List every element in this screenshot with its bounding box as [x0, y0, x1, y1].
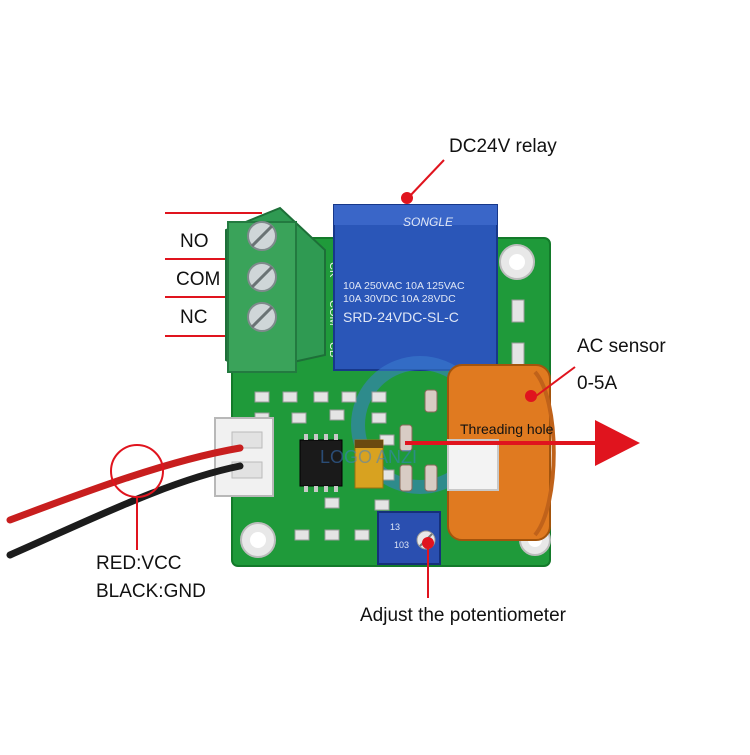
threading-hole-label: Threading hole	[460, 421, 554, 437]
terminal-no-label: NO	[180, 231, 209, 252]
relay-model: SRD-24VDC-SL-C	[343, 309, 459, 325]
relay-rating-1: 10A 250VAC 10A 125VAC	[343, 280, 465, 292]
smd-components	[254, 299, 525, 541]
relay-component: SONGLE 10A 250VAC 10A 125VAC 10A 30VDC 1…	[333, 204, 498, 371]
trimpot-num: 13	[390, 522, 400, 532]
ac-range-label: 0-5A	[577, 373, 618, 394]
watermark-text: LOGO ANZI	[320, 447, 418, 467]
power-connector	[214, 417, 274, 497]
potentiometer-label: Adjust the potentiometer	[360, 605, 566, 626]
threading-arrow	[405, 420, 640, 466]
relay-callout-label: DC24V relay	[449, 136, 557, 157]
terminal-com-label: COM	[176, 269, 221, 290]
red-wire-label: RED:VCC	[96, 553, 182, 574]
screw-terminal-block	[225, 206, 326, 374]
trimmer-potentiometer: 13 103	[377, 511, 441, 565]
relay-rating-2: 10A 30VDC 10A 28VDC	[343, 293, 456, 305]
terminal-nc-label: NC	[180, 307, 208, 328]
power-wires	[6, 444, 244, 559]
relay-brand: SONGLE	[403, 215, 454, 229]
trimpot-code: 103	[394, 540, 409, 550]
ac-sensor-label: AC sensor	[577, 336, 666, 357]
callout-markers	[110, 159, 576, 598]
black-wire-label: BLACK:GND	[96, 581, 206, 602]
ic-chip	[299, 434, 343, 492]
current-transformer	[447, 364, 556, 541]
